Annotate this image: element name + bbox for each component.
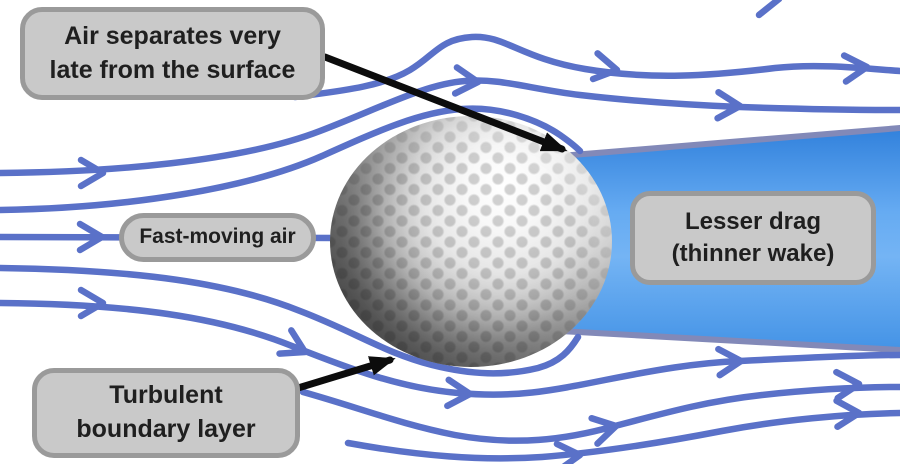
golf-ball	[330, 116, 612, 367]
air-separation-label: Air separates very late from the surface	[49, 21, 296, 84]
streamline	[291, 33, 900, 101]
turbulent-boundary-label: Turbulent boundary layer	[76, 381, 256, 443]
streamline	[344, 409, 900, 462]
streamline	[0, 264, 582, 377]
air-separation-callout: Air separates very late from the surface	[20, 7, 325, 100]
fast-moving-air-label: Fast-moving air	[139, 225, 296, 249]
lesser-drag-label: Lesser drag (thinner wake)	[671, 207, 835, 267]
streamline	[0, 77, 900, 177]
separation-pointer-arrow	[321, 53, 568, 153]
boundary-layer-pointer-arrow	[294, 356, 396, 392]
lesser-drag-callout: Lesser drag (thinner wake)	[630, 191, 876, 285]
fast-moving-air-callout: Fast-moving air	[119, 213, 316, 262]
wake-edges	[557, 125, 900, 353]
wake-bottom-edge	[557, 328, 900, 353]
turbulent-boundary-callout: Turbulent boundary layer	[32, 368, 300, 458]
streamline	[0, 299, 900, 398]
wake-top-edge	[557, 125, 900, 159]
